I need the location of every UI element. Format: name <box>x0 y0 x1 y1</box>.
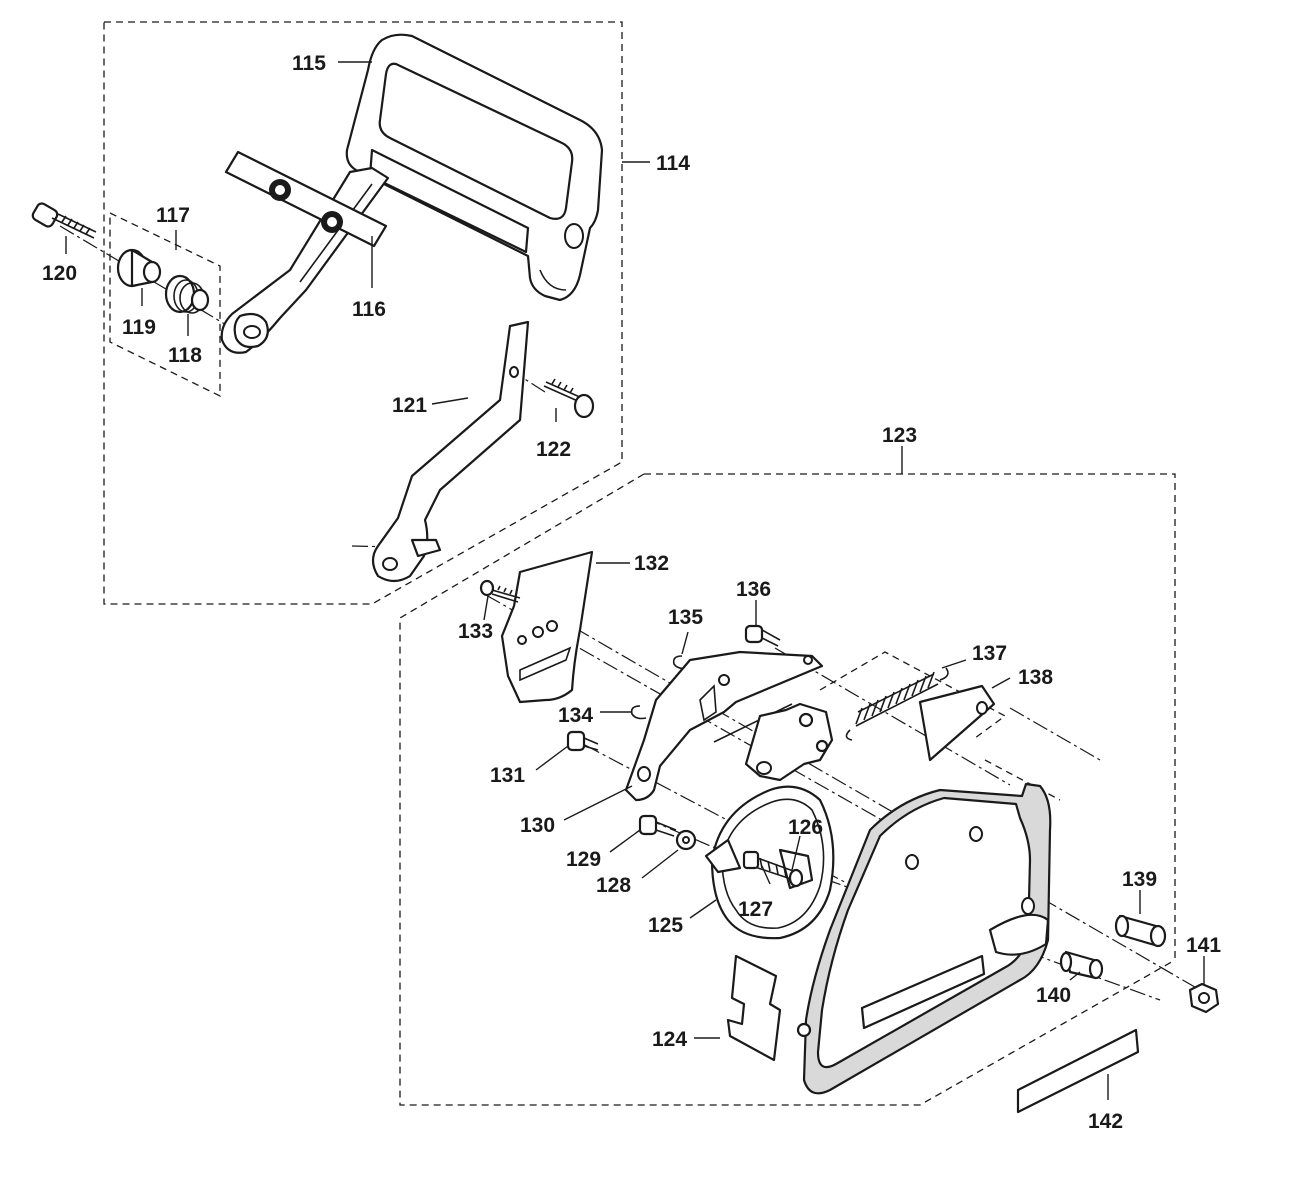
label-132: 132 <box>634 552 669 575</box>
part-128-washer <box>675 829 697 851</box>
label-123: 123 <box>882 424 917 447</box>
label-129: 129 <box>566 848 601 871</box>
label-119: 119 <box>122 316 156 339</box>
label-127: 127 <box>738 898 773 921</box>
group-123-boundary <box>399 473 1176 1106</box>
part-121-brake-lever <box>371 320 530 583</box>
label-118: 118 <box>168 344 202 367</box>
part-127-bolt <box>742 850 797 881</box>
part-139-stud <box>1114 914 1167 948</box>
part-number-labels: 114 115 116 117 118 119 120 121 122 123 … <box>42 52 1221 1133</box>
brake-latch-assembly <box>744 702 834 782</box>
label-120: 120 <box>42 262 77 285</box>
label-138: 138 <box>1018 666 1053 689</box>
label-136: 136 <box>736 578 771 601</box>
group-114-boundary <box>103 21 623 605</box>
part-126-pin <box>788 868 804 888</box>
part-132-guide-plate <box>500 550 594 704</box>
part-129-screw <box>638 814 677 837</box>
part-119-bushing <box>116 248 162 288</box>
label-142: 142 <box>1088 1110 1123 1133</box>
part-118-rubber-buffer <box>164 274 210 314</box>
label-128: 128 <box>596 874 631 897</box>
label-131: 131 <box>490 764 525 787</box>
part-122-screw <box>543 378 595 419</box>
label-122: 122 <box>536 438 571 461</box>
label-140: 140 <box>1036 984 1071 1007</box>
label-121: 121 <box>392 394 427 417</box>
label-130: 130 <box>520 814 555 837</box>
part-136-screw <box>744 624 781 647</box>
part-116-warning-sticker <box>224 150 388 248</box>
part-134-clip <box>630 705 647 720</box>
part-124-pad <box>726 954 782 1062</box>
group-117-boundary <box>109 211 221 398</box>
leader-lines <box>65 61 1205 1100</box>
label-116: 116 <box>352 298 386 321</box>
part-131-screw <box>566 730 599 752</box>
label-139: 139 <box>1122 868 1157 891</box>
part-120-screw <box>31 202 97 239</box>
sub-assembly-dashed-outline <box>819 651 1061 801</box>
part-133-screw <box>479 579 521 603</box>
label-114: 114 <box>656 152 690 175</box>
part-138-plate <box>918 684 996 762</box>
label-134: 134 <box>558 704 593 727</box>
label-117: 117 <box>156 204 190 227</box>
sprocket-cover <box>796 782 1052 1095</box>
part-115-handle-frame <box>345 33 604 302</box>
label-137: 137 <box>972 642 1007 665</box>
label-126: 126 <box>788 816 823 839</box>
part-140-stud <box>1059 950 1104 980</box>
label-125: 125 <box>648 914 683 937</box>
part-137-spring <box>845 667 949 741</box>
part-142-label <box>1016 1028 1140 1114</box>
label-115: 115 <box>292 52 326 75</box>
label-141: 141 <box>1186 934 1221 957</box>
label-133: 133 <box>458 620 493 643</box>
label-135: 135 <box>668 606 703 629</box>
label-124: 124 <box>652 1028 687 1051</box>
part-130-brake-bracket <box>624 650 824 802</box>
part-141-nut <box>1188 982 1220 1014</box>
